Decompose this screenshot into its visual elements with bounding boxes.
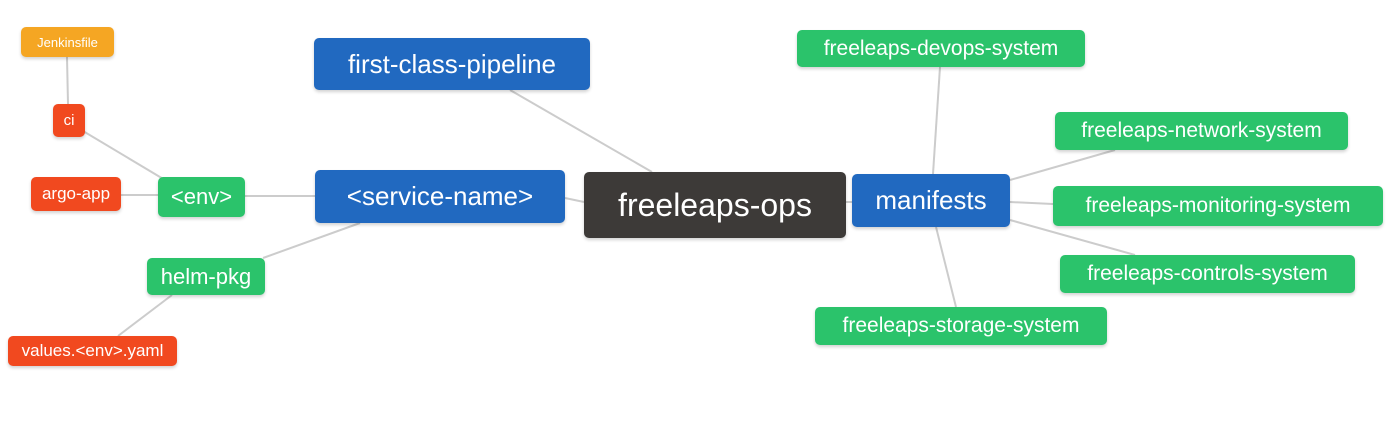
edge-values-env-yaml-to-helm-pkg bbox=[117, 294, 173, 337]
node-jenkinsfile[interactable]: Jenkinsfile bbox=[21, 27, 114, 57]
edge-manifests-to-freeleaps-monitoring-system bbox=[1009, 201, 1054, 205]
edge-jenkinsfile-to-ci bbox=[66, 56, 69, 105]
node-freeleaps-network-system[interactable]: freeleaps-network-system bbox=[1055, 112, 1348, 150]
edge-first-class-pipeline-to-freeleaps-ops bbox=[509, 89, 653, 173]
node-freeleaps-controls-system[interactable]: freeleaps-controls-system bbox=[1060, 255, 1355, 293]
node-freeleaps-ops[interactable]: freeleaps-ops bbox=[584, 172, 846, 238]
edge-helm-pkg-to-service-name bbox=[262, 222, 361, 259]
edge-ci-to-env bbox=[82, 130, 171, 184]
node-manifests[interactable]: manifests bbox=[852, 174, 1010, 227]
node-first-class-pipeline[interactable]: first-class-pipeline bbox=[314, 38, 590, 90]
node-ci[interactable]: ci bbox=[53, 104, 85, 137]
edge-manifests-to-freeleaps-network-system bbox=[1009, 149, 1116, 181]
edge-manifests-to-freeleaps-controls-system bbox=[1009, 219, 1136, 256]
node-env[interactable]: <env> bbox=[158, 177, 245, 217]
node-helm-pkg[interactable]: helm-pkg bbox=[147, 258, 265, 295]
edge-manifests-to-freeleaps-storage-system bbox=[935, 226, 957, 308]
node-argo-app[interactable]: argo-app bbox=[31, 177, 121, 211]
node-service-name[interactable]: <service-name> bbox=[315, 170, 565, 223]
node-freeleaps-devops-system[interactable]: freeleaps-devops-system bbox=[797, 30, 1085, 67]
edge-manifests-to-freeleaps-devops-system bbox=[932, 66, 941, 175]
node-freeleaps-monitoring-system[interactable]: freeleaps-monitoring-system bbox=[1053, 186, 1383, 226]
node-freeleaps-storage-system[interactable]: freeleaps-storage-system bbox=[815, 307, 1107, 345]
node-values-env-yaml[interactable]: values.<env>.yaml bbox=[8, 336, 177, 366]
edge-service-name-to-freeleaps-ops bbox=[564, 197, 585, 203]
